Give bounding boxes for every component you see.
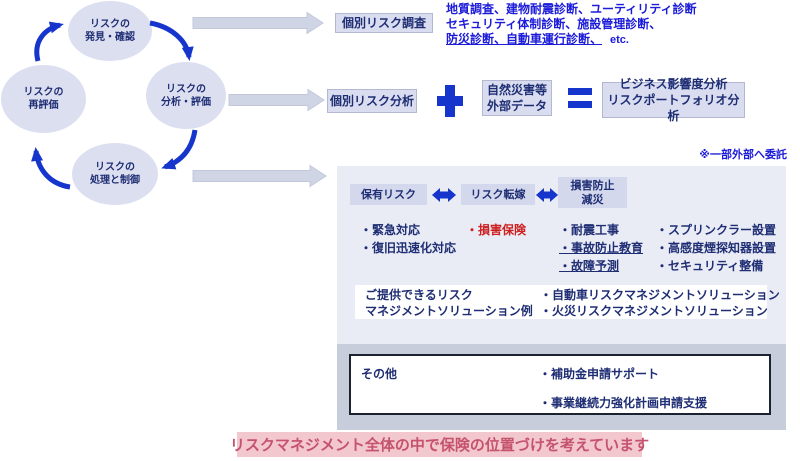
analysis-result-line1: ビジネス影響度分析 (619, 77, 728, 91)
cycle-node-discover-line2: 発見・確認 (85, 32, 135, 43)
equals-icon (568, 88, 592, 108)
plus-icon-hbar (437, 96, 463, 106)
individual-risk-survey-box: 個別リスク調査 (335, 13, 433, 33)
equals-icon-bottom-bar (568, 101, 592, 108)
individual-risk-analysis-box: 個別リスク分析 (327, 89, 417, 113)
cycle-arrow-control-to-reassess (31, 147, 71, 190)
list-item: ・スプリンクラー設置 (656, 223, 777, 237)
survey-notes-line3-underlined: 防災診断、自動車運行診断、 (446, 32, 603, 46)
risk-transfer-list: ・損害保険 (466, 221, 526, 239)
cycle-node-reassess-line1: リスクの (23, 87, 64, 98)
survey-notes-etc: etc. (610, 34, 629, 46)
list-item-damage-insurance: ・損害保険 (466, 223, 527, 237)
others-box (349, 354, 771, 415)
survey-notes-line1: 地質調査、建物耐震診断、ユーティリティ診断 (446, 2, 697, 16)
cycle-node-reassess-line2: 再評価 (28, 100, 59, 111)
others-list: ・補助金申請サポート ・事業継続力強化計画申請支援 (539, 366, 707, 411)
cycle-node-analyze-line2: 分析・評価 (161, 96, 211, 108)
survey-notes-line3: 防災診断、自動車運行診断、 etc. (446, 32, 697, 48)
cycle-arrow-reassess-to-discover (34, 21, 64, 62)
cycle-node-analyze: リスクの 分析・評価 (146, 62, 226, 129)
bottom-banner: リスクマネジメント全体の中で保険の位置づけを考えています (230, 432, 649, 457)
loss-prevention-list-left: ・耐震工事 ・事故防止教育 ・故障予測 (559, 221, 643, 275)
cycle-node-discover-line1: リスクの (90, 19, 130, 30)
header-retained-risk: 保有リスク (350, 184, 427, 205)
list-item: ・復旧迅速化対応 (360, 241, 457, 255)
header-risk-transfer: リスク転嫁 (461, 184, 535, 205)
header-loss-prevention: 損害防止 減災 (558, 177, 627, 208)
analysis-result-box: ビジネス影響度分析 リスクポートフォリオ分析 (602, 77, 745, 123)
equals-icon-top-bar (568, 88, 592, 95)
block-arrow-to-analysis (228, 88, 325, 112)
list-item: ・事故防止教育 (559, 241, 644, 255)
header-risk-transfer-label: リスク転嫁 (470, 188, 526, 201)
individual-risk-survey-label: 個別リスク調査 (341, 16, 426, 30)
block-arrow-to-survey (192, 11, 324, 35)
block-arrow-to-panel (192, 164, 327, 188)
solutions-label: ご提供できるリスク マネジメントソリューション例 (365, 287, 533, 319)
cycle-node-control-line2: 処理と制御 (90, 175, 140, 186)
outsource-note: ※一部外部へ委託 (699, 149, 787, 161)
survey-notes: 地質調査、建物耐震診断、ユーティリティ診断 セキュリティ体制診断、施設管理診断、… (446, 2, 697, 48)
solutions-strip (355, 285, 767, 319)
list-item: ・緊急対応 (360, 223, 421, 237)
list-item: ・高感度煙探知器設置 (656, 241, 777, 255)
retained-risk-list: ・緊急対応 ・復旧迅速化対応 (360, 221, 456, 257)
list-item: ・耐震工事 (559, 223, 620, 237)
cycle-arrow-discover-to-analyze (149, 20, 194, 61)
header-loss-prevention-line2: 減災 (581, 193, 604, 206)
cycle-node-reassess: リスクの 再評価 (1, 65, 86, 133)
cycle-arrow-analyze-to-control (161, 129, 198, 170)
list-item: ・自動車リスクマネジメントソリューション (540, 288, 780, 302)
list-item: ・セキュリティ整備 (656, 259, 764, 273)
solutions-label-line2: マネジメントソリューション例 (365, 304, 533, 318)
survey-notes-line2: セキュリティ体制診断、施設管理診断、 (446, 17, 662, 31)
individual-risk-analysis-label: 個別リスク分析 (329, 94, 414, 108)
cycle-node-analyze-line1: リスクの (166, 83, 206, 95)
cycle-node-control: リスクの 処理と制御 (72, 143, 158, 205)
header-retained-risk-label: 保有リスク (361, 188, 416, 201)
others-label: その他 (361, 367, 398, 381)
external-data-line1: 自然災害等 (486, 83, 547, 97)
cycle-node-control-line1: リスクの (95, 162, 135, 173)
list-item: ・補助金申請サポート (539, 367, 660, 381)
plus-icon (437, 85, 463, 117)
loss-prevention-list-right: ・スプリンクラー設置 ・高感度煙探知器設置 ・セキュリティ整備 (656, 221, 776, 275)
list-item: ・故障予測 (559, 259, 620, 273)
header-loss-prevention-line1: 損害防止 (570, 179, 615, 192)
external-data-box: 自然災害等 外部データ (482, 80, 552, 116)
external-data-line2: 外部データ (486, 99, 547, 113)
list-item: ・火災リスクマネジメントソリューション (540, 304, 768, 318)
solutions-list: ・自動車リスクマネジメントソリューション ・火災リスクマネジメントソリューション (540, 287, 780, 319)
list-item: ・事業継続力強化計画申請支援 (539, 396, 708, 410)
analysis-result-line2: リスクポートフォリオ分析 (607, 93, 740, 123)
solutions-label-line1: ご提供できるリスク (365, 288, 473, 302)
cycle-node-discover: リスクの 発見・確認 (68, 1, 152, 61)
